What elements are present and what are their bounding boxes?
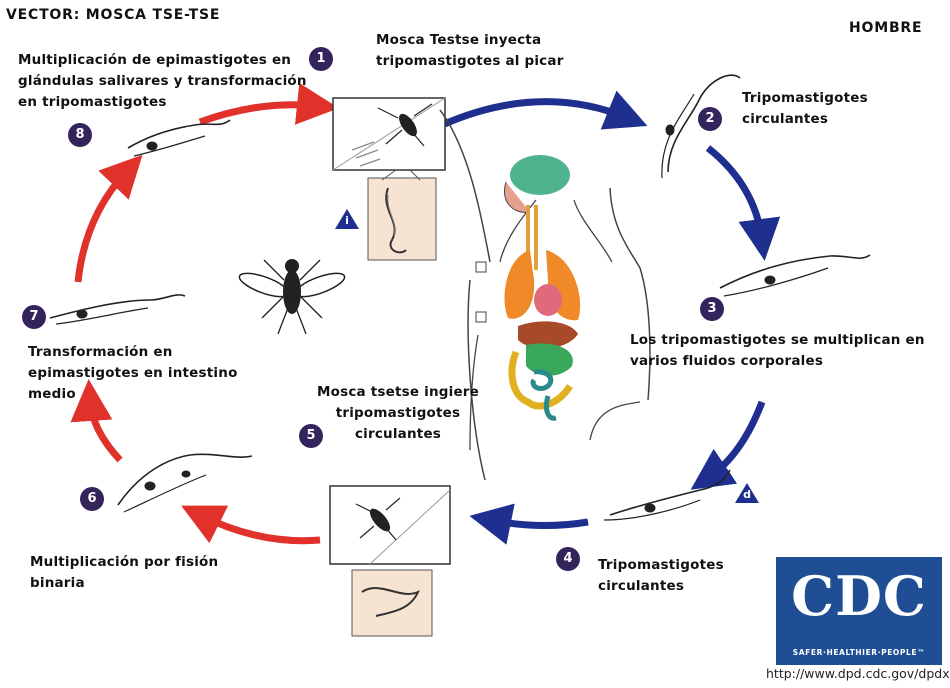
step-7-badge: 7 (22, 305, 46, 329)
step-3-badge: 3 (700, 297, 724, 321)
arrow-3-to-4 (708, 402, 762, 478)
vector-header: VECTOR: MOSCA TSE-TSE (6, 5, 220, 26)
step-6-badge: 6 (80, 487, 104, 511)
parasite-3 (720, 255, 870, 296)
trypomastigote-inset-bottom (352, 570, 432, 636)
step-2-text: Tripomastigotes circulantes (742, 88, 882, 130)
tsetse-fly-illustration (237, 259, 347, 334)
step-8-text: Multiplicación de epimastigotes en glánd… (18, 50, 310, 113)
host-header: HOMBRE (849, 18, 922, 39)
arrow-2-to-3 (708, 148, 762, 240)
step-4-text: Tripomastigotes circulantes (598, 555, 738, 597)
step-8-badge: 8 (68, 123, 92, 147)
cdc-logo-tagline: SAFER·HEALTHIER·PEOPLE™ (776, 648, 942, 657)
step-7-text: Transformación en epimastigotes en intes… (28, 342, 258, 405)
diagnostic-stage-letter: d (734, 488, 760, 501)
arrow-5-to-6 (200, 515, 320, 541)
arrow-4-to-5 (490, 520, 588, 526)
fly-feed-panel (330, 486, 450, 564)
infective-stage-letter: i (334, 214, 360, 227)
trypomastigote-inset-top (368, 178, 436, 260)
step-6-text: Multiplicación por fisión binaria (30, 552, 254, 594)
step-2-badge: 2 (698, 107, 722, 131)
parasite-6 (118, 454, 252, 512)
step-4-badge: 4 (556, 547, 580, 571)
infective-stage-marker: i (334, 208, 360, 230)
step-3-text: Los tripomastigotes se multiplican en va… (630, 330, 928, 372)
cdc-logo-mark: CDC (776, 565, 942, 627)
step-1-text: Mosca Testse inyecta tripomastigotes al … (376, 30, 591, 72)
source-url: http://www.dpd.cdc.gov/dpdx (766, 666, 950, 681)
parasite-8 (128, 120, 230, 156)
arrow-6-to-7 (90, 400, 120, 460)
fly-bite-panel (333, 98, 445, 170)
parasite-7 (50, 295, 185, 324)
step-1-badge: 1 (309, 47, 333, 71)
step-5-text: Mosca tsetse ingiere tripomastigotes cir… (310, 382, 486, 445)
arrow-1-to-2 (442, 102, 628, 125)
diagnostic-stage-marker: d (734, 482, 760, 504)
arrow-7-to-8 (78, 170, 128, 282)
cdc-logo: CDC SAFER·HEALTHIER·PEOPLE™ (776, 557, 942, 665)
